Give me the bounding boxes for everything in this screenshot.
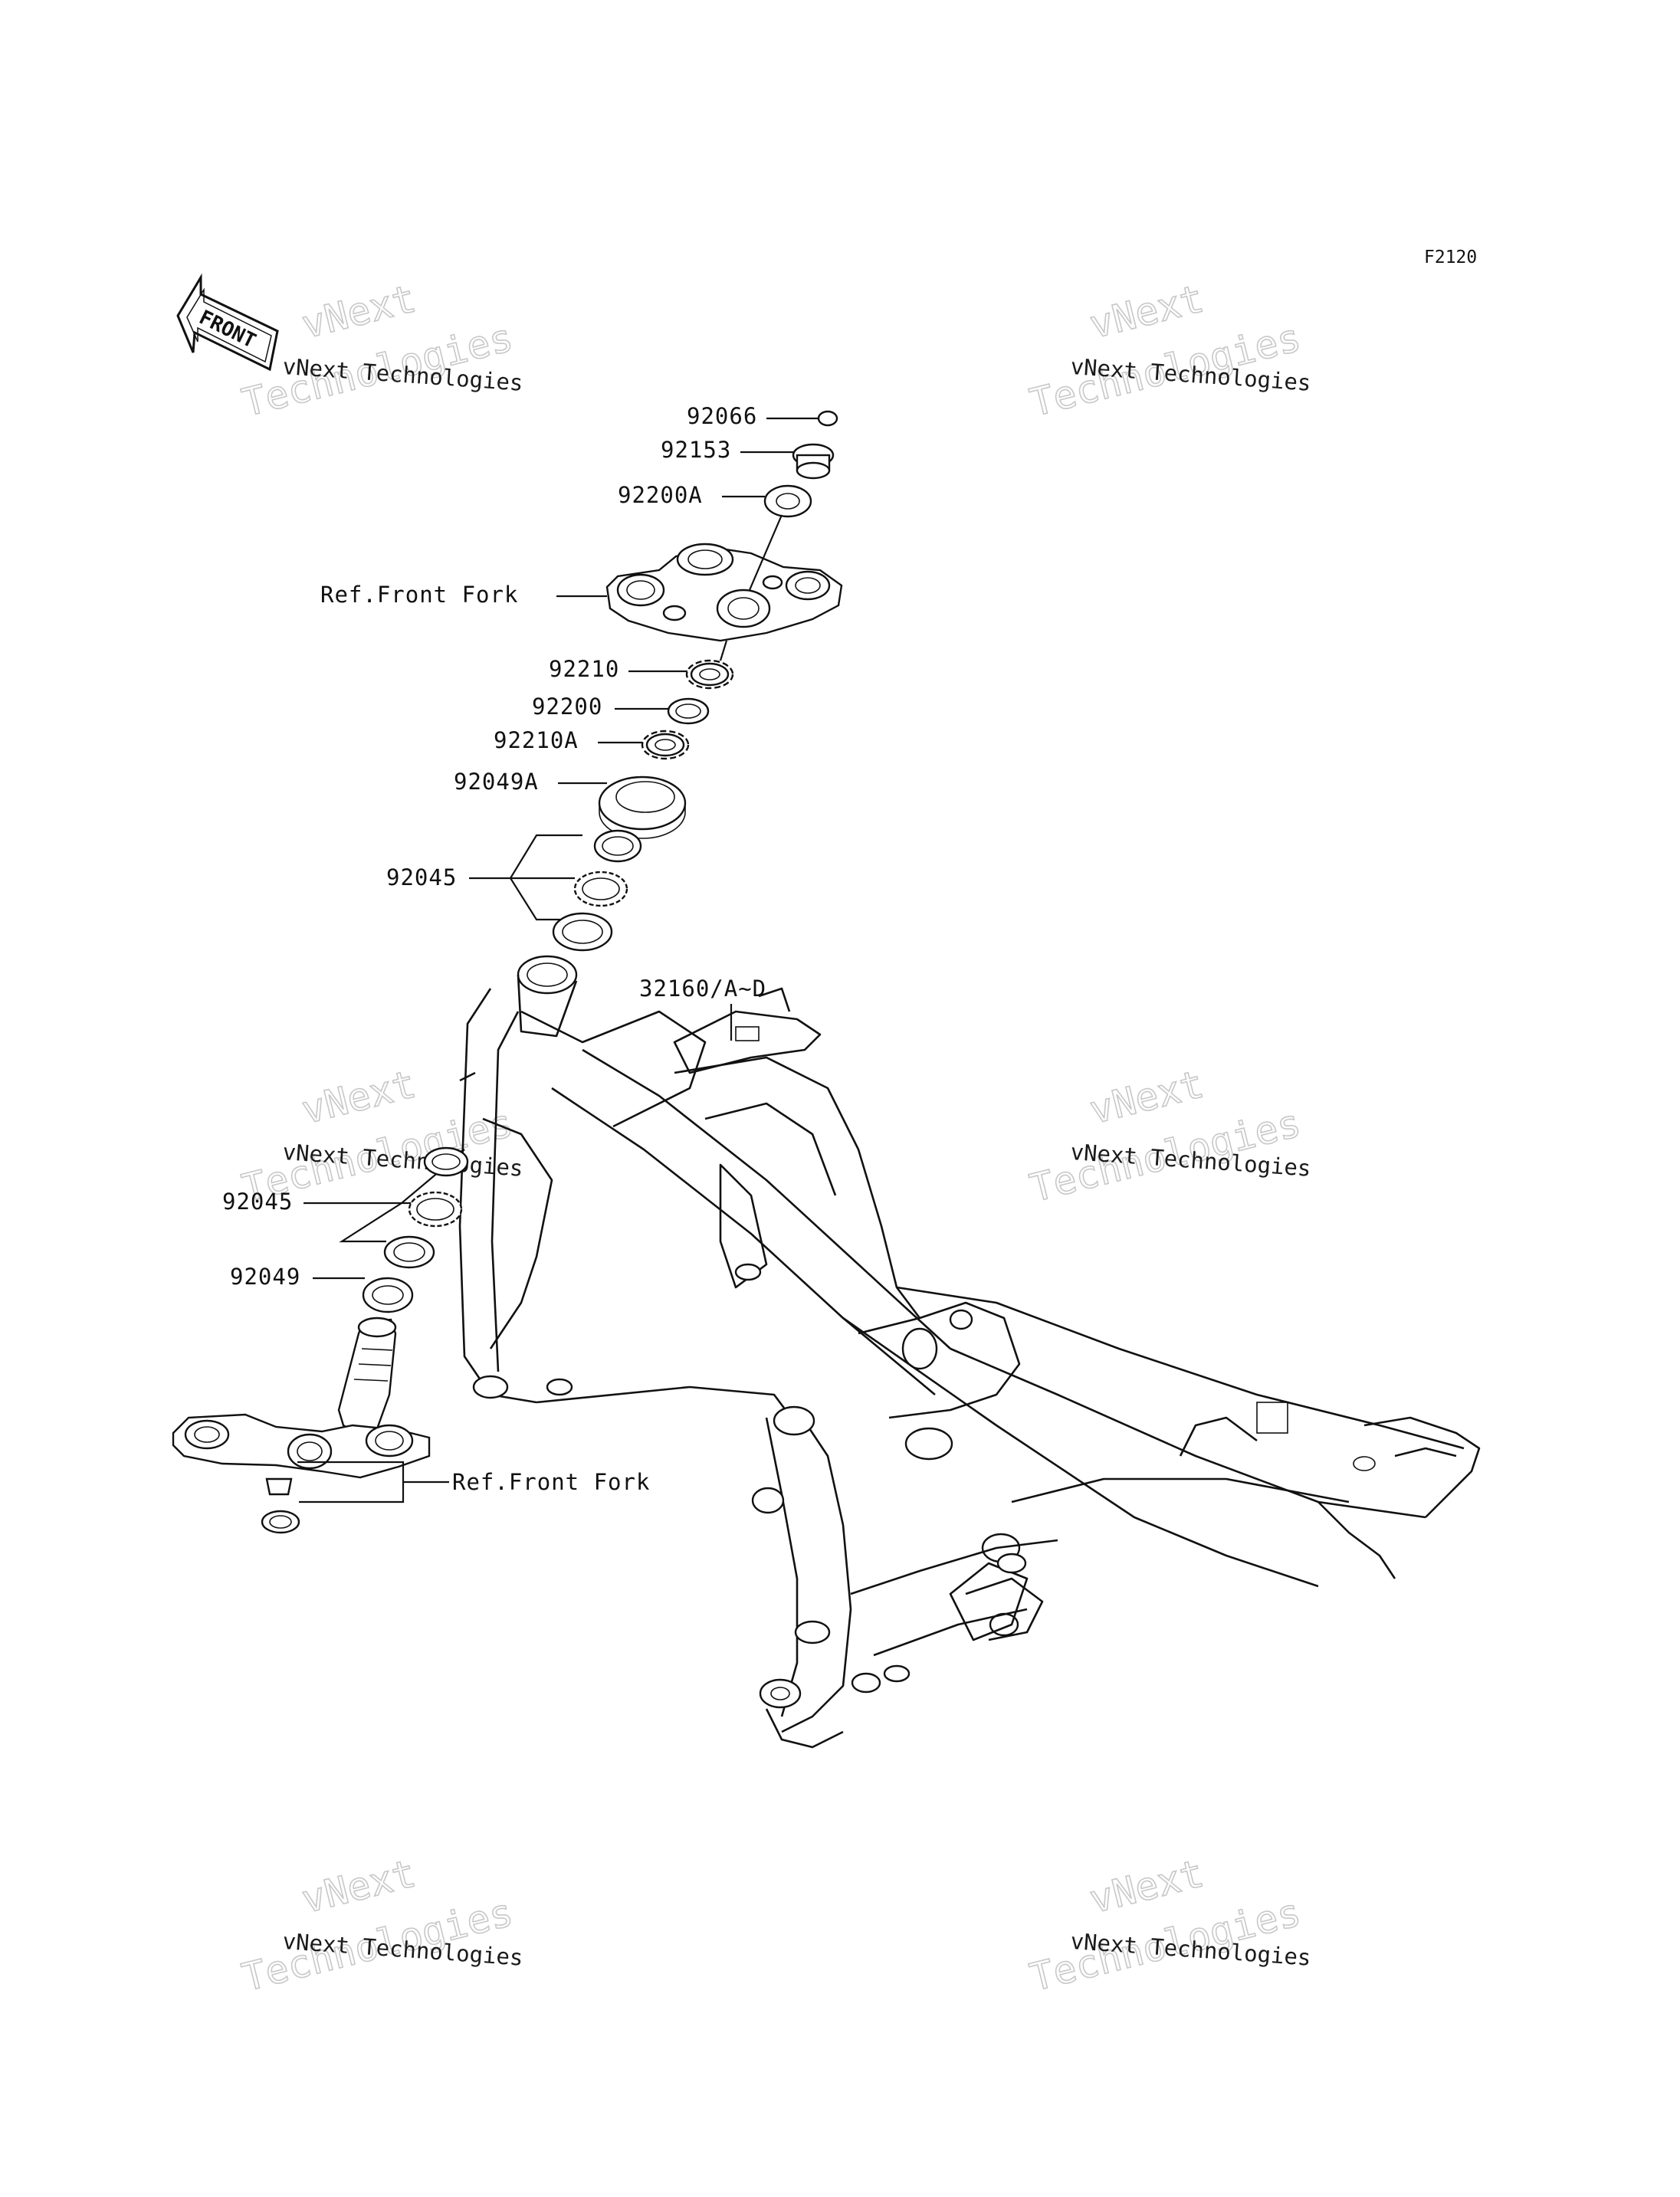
label-92200: 92200: [532, 694, 602, 720]
label-92049: 92049: [230, 1264, 300, 1290]
part-92045-top-cup: [552, 912, 613, 952]
label-92066: 92066: [687, 403, 757, 429]
part-92045-top-bearing: [573, 871, 628, 907]
part-92045-bottom-race: [423, 1146, 469, 1177]
part-92066: [817, 410, 838, 427]
svg-text:vNext: vNext: [297, 1851, 420, 1922]
part-92210A: [641, 730, 690, 760]
motorcycle-frame: [451, 955, 1481, 1749]
watermark: vNext Technologies vNext Technologies vN…: [238, 276, 1312, 2001]
part-92210: [685, 659, 734, 690]
front-arrow-icon: FRONT: [176, 273, 279, 372]
part-92049A: [598, 776, 687, 839]
lower-seal: [261, 1510, 300, 1534]
upper-triple-clamp: [605, 543, 843, 642]
label-92210: 92210: [549, 656, 619, 682]
label-ref-front-fork-bottom: Ref.Front Fork: [452, 1469, 650, 1495]
label-92045-top: 92045: [386, 864, 457, 890]
svg-text:vNext: vNext: [297, 276, 420, 347]
svg-text:vNext: vNext: [1085, 276, 1208, 347]
label-92045-bottom: 92045: [222, 1189, 293, 1215]
part-92200: [667, 697, 710, 725]
svg-text:vNext: vNext: [1085, 1851, 1208, 1922]
part-92153: [792, 443, 835, 480]
label-ref-front-fork-top: Ref.Front Fork: [320, 582, 518, 608]
part-92045-bottom-bearing: [408, 1191, 463, 1228]
label-92200A: 92200A: [618, 482, 703, 508]
part-92200A: [763, 484, 812, 518]
part-92049: [362, 1277, 414, 1313]
label-32160: 32160/A~D: [639, 976, 766, 1002]
label-92153: 92153: [661, 437, 731, 463]
part-92045-bottom-cup: [383, 1235, 435, 1269]
label-92049A: 92049A: [454, 769, 539, 795]
svg-text:vNext: vNext: [297, 1061, 420, 1133]
part-92045-top-race: [593, 829, 642, 863]
label-92210A: 92210A: [494, 727, 579, 753]
diagram-code: F2120: [1424, 248, 1477, 267]
lower-triple-clamp: [172, 1317, 431, 1496]
svg-text:vNext: vNext: [1085, 1061, 1208, 1133]
